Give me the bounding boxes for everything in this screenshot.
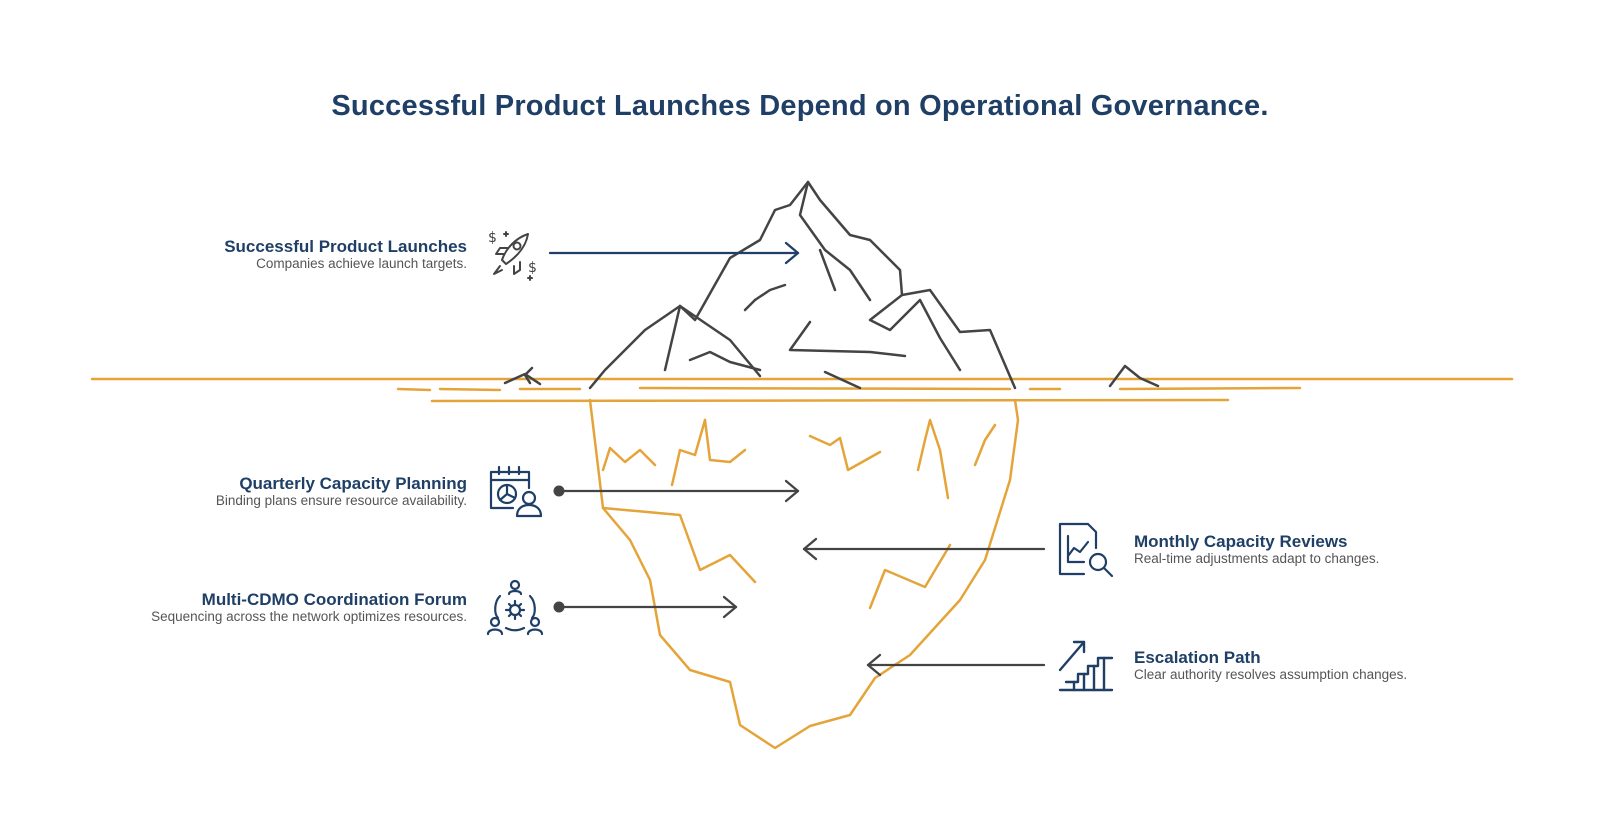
water-line [90, 377, 1514, 403]
stairs-arrow-icon [1058, 640, 1114, 692]
label-title: Quarterly Capacity Planning [239, 474, 467, 493]
label-escalation-path: Escalation Path Clear authority resolves… [1134, 648, 1407, 683]
arrow-escalation [866, 653, 1046, 677]
arrow-monthly [802, 537, 1046, 561]
label-monthly-reviews: Monthly Capacity Reviews Real-time adjus… [1134, 532, 1379, 567]
arrow-multicdmo [558, 595, 738, 619]
label-title: Multi-CDMO Coordination Forum [201, 590, 467, 609]
label-title: Escalation Path [1134, 648, 1261, 667]
svg-text:$: $ [528, 260, 537, 276]
label-description: Clear authority resolves assumption chan… [1134, 667, 1408, 682]
chart-magnifier-icon [1058, 522, 1114, 578]
connector-arrows [548, 241, 1046, 677]
label-multi-cdmo: Multi-CDMO Coordination Forum Sequencing… [151, 590, 467, 625]
label-description: Companies achieve launch targets. [256, 256, 467, 271]
label-description: Sequencing across the network optimizes … [151, 609, 467, 624]
calendar-chart-person-icon [489, 465, 543, 518]
network-gear-people-icon [486, 579, 544, 636]
label-description: Binding plans ensure resource availabili… [215, 493, 467, 508]
svg-text:$: $ [488, 230, 497, 246]
label-quarterly-planning: Quarterly Capacity Planning Binding plan… [216, 474, 467, 509]
rocket-dollar-icon: $ $ [488, 230, 537, 281]
arrow-quarterly [558, 479, 800, 503]
arrow-origin-dot [553, 485, 565, 497]
arrow-launches [548, 241, 800, 265]
page-title: Successful Product Launches Depend on Op… [331, 90, 1269, 122]
iceberg-tip [503, 180, 1160, 390]
label-title: Successful Product Launches [224, 237, 467, 256]
label-successful-launches: Successful Product Launches Companies ac… [224, 237, 467, 272]
label-title: Monthly Capacity Reviews [1134, 532, 1348, 551]
label-description: Real-time adjustments adapt to changes. [1134, 551, 1380, 566]
arrow-origin-dot [553, 601, 565, 613]
iceberg-body [588, 398, 1020, 750]
